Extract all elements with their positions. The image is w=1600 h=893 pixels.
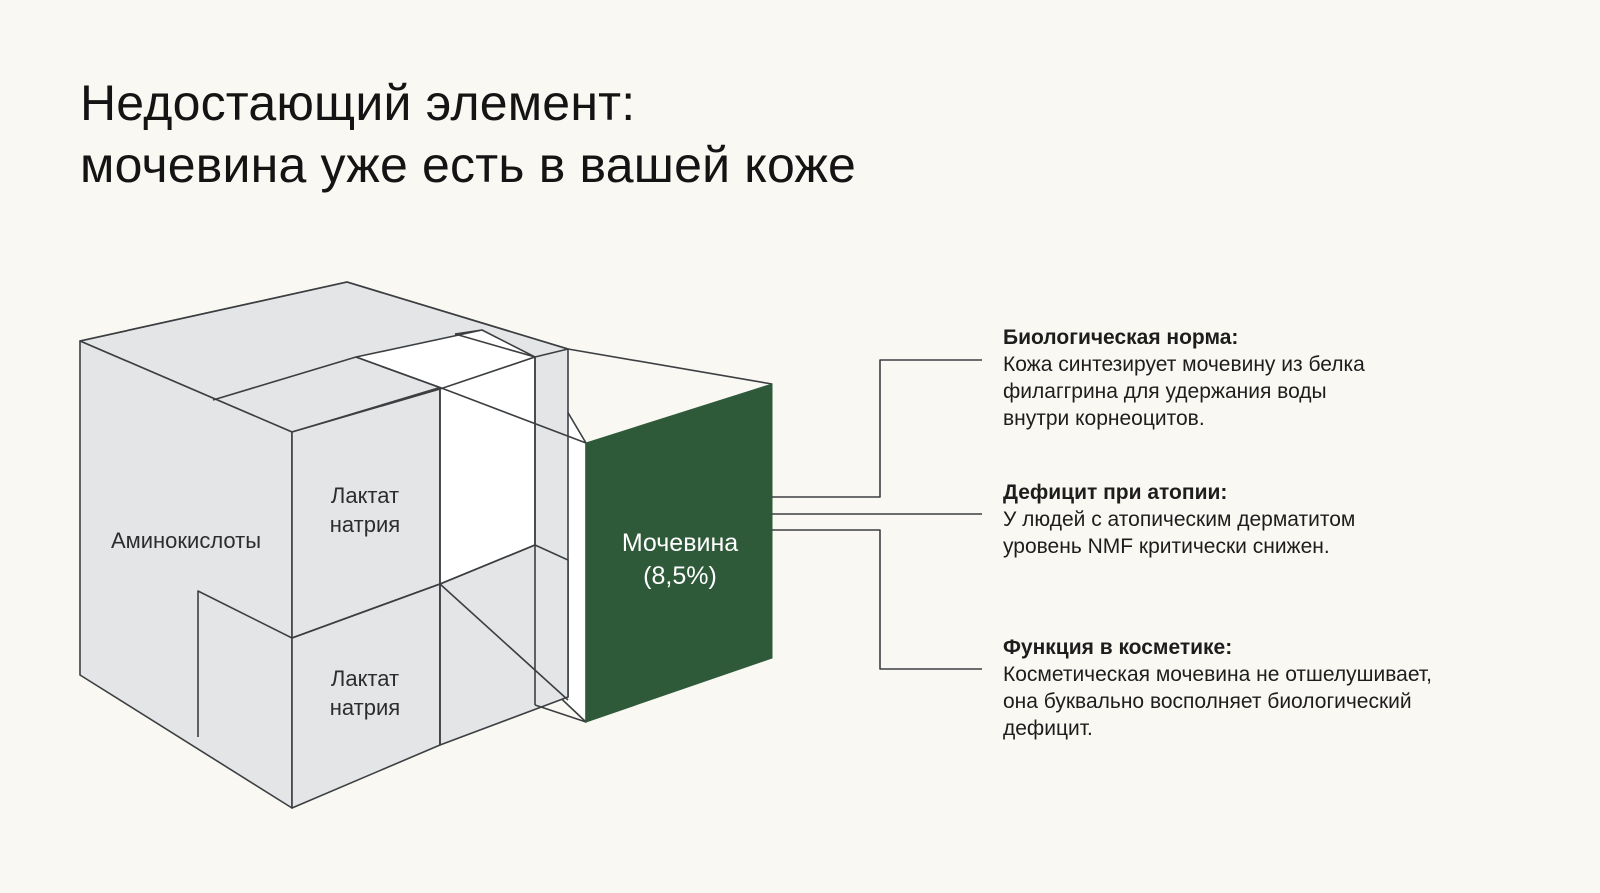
note-title: Дефицит при атопии: xyxy=(1003,481,1228,504)
label-lactate-bottom-line-1: Лактат xyxy=(331,666,399,691)
label-lactate-bottom-line-2: натрия xyxy=(330,695,400,720)
note-body: Кожа синтезирует мочевину из белка филаг… xyxy=(1003,353,1365,430)
label-lactate-top-line-2: натрия xyxy=(330,512,400,537)
urea-guide-lines xyxy=(534,348,773,723)
note-body: У людей с атопическим дерматитом уровень… xyxy=(1003,508,1356,558)
note-connector-lines xyxy=(772,359,982,670)
note-title: Биологическая норма: xyxy=(1003,326,1239,349)
page-title-line-2: мочевина уже есть в вашей коже xyxy=(80,137,857,193)
page-title: Недостающий элемент: мочевина уже есть в… xyxy=(80,72,856,196)
note-cosmetic-function: Функция в косметике: Косметическая мочев… xyxy=(1003,634,1563,742)
page-title-line-1: Недостающий элемент: xyxy=(80,75,636,131)
label-lactate-top-line-1: Лактат xyxy=(331,483,399,508)
note-atopy-deficit: Дефицит при атопии: У людей с атопически… xyxy=(1003,479,1563,560)
urea-block xyxy=(585,383,773,723)
note-body: Косметическая мочевина не отшелушивает, … xyxy=(1003,663,1432,740)
cube-internal-edges xyxy=(79,281,587,745)
label-amino-acids: Аминокислоты xyxy=(111,528,261,553)
note-title: Функция в косметике: xyxy=(1003,636,1233,659)
note-biological-norm: Биологическая норма: Кожа синтезирует мо… xyxy=(1003,324,1563,432)
label-urea-line-1: Мочевина xyxy=(622,529,738,557)
label-urea-line-2: (8,5%) xyxy=(643,562,717,590)
